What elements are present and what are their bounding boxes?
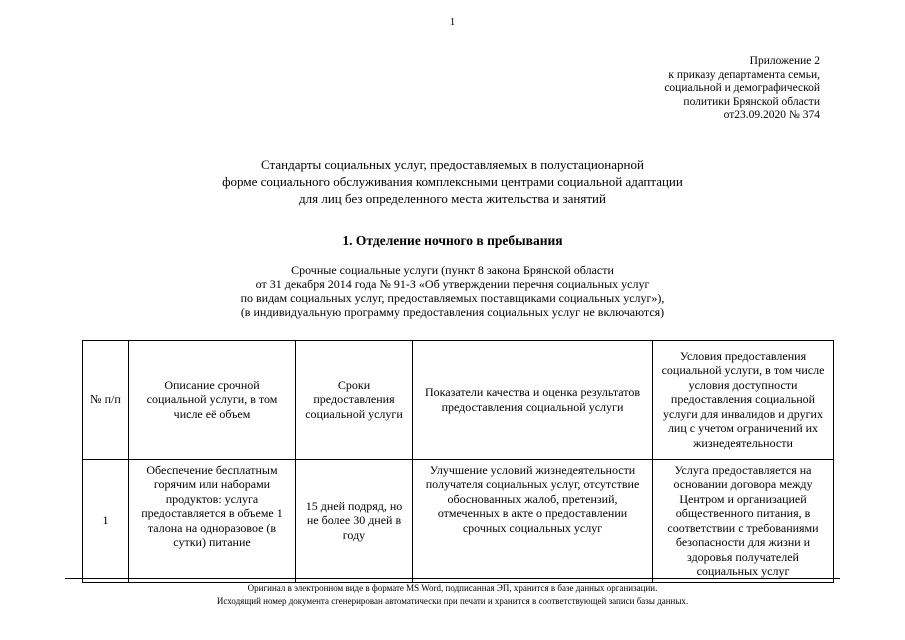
table-header-cell-conditions: Условия предоставления социальной услуги… [652, 339, 834, 460]
table-row: 1 Обеспечение бесплатным горячим или наб… [82, 458, 834, 583]
footer-divider [65, 578, 840, 579]
services-table: № п/п Описание срочной социальной услуги… [82, 339, 834, 583]
intro-paragraph: Срочные социальные услуги (пункт 8 закон… [0, 263, 905, 319]
table-header-cell-quality: Показатели качества и оценка результатов… [412, 339, 653, 460]
table-body: 1 Обеспечение бесплатным горячим или наб… [82, 458, 834, 583]
annex-header: Приложение 2 к приказу департамента семь… [0, 55, 905, 123]
intro-line: по видам социальных услуг, предоставляем… [240, 290, 665, 305]
document-title-line: форме социального обслуживания комплексн… [222, 173, 683, 189]
table-cell-quality: Улучшение условий жизнедеятельности полу… [412, 458, 653, 583]
annex-header-line: политики Брянской области [683, 95, 820, 108]
page-footer: Оригинал в электронном виде в формате MS… [0, 578, 905, 608]
annex-header-line: к приказу департамента семьи, [668, 68, 820, 81]
table-header-row: № п/п Описание срочной социальной услуги… [82, 339, 834, 460]
intro-line: Срочные социальные услуги (пункт 8 закон… [291, 262, 614, 277]
table-header: № п/п Описание срочной социальной услуги… [82, 339, 834, 460]
page-number: 1 [449, 16, 456, 28]
table-header-cell-description: Описание срочной социальной услуги, в то… [128, 339, 296, 460]
document-title-line: Стандарты социальных услуг, предоставляе… [261, 156, 644, 172]
footer-note-1: Оригинал в электронном виде в формате MS… [247, 583, 658, 593]
document-title-line: для лиц без определенного места жительст… [299, 190, 606, 206]
table-cell-description: Обеспечение бесплатным горячим или набор… [128, 458, 296, 583]
table-header-cell-terms: Сроки предоставления социальной услуги [295, 339, 413, 460]
annex-header-line: социальной и демографической [664, 82, 820, 94]
intro-line: (в индивидуальную программу предоставлен… [240, 304, 665, 319]
section-heading: 1. Отделение ночного в пребывания [342, 232, 563, 248]
annex-header-line: от23.09.2020 № 374 [723, 109, 820, 121]
document-title: Стандарты социальных услуг, предоставляе… [0, 156, 905, 207]
table-header-cell-number: № п/п [82, 339, 129, 460]
footer-note-2: Исходящий номер документа сгенерирован а… [216, 596, 689, 606]
intro-line: от 31 декабря 2014 года № 91-З «Об утвер… [255, 276, 650, 291]
table-cell-number: 1 [82, 458, 129, 583]
annex-header-line: Приложение 2 [749, 55, 820, 67]
table-cell-terms: 15 дней подряд, но не более 30 дней в го… [295, 458, 413, 583]
table-cell-conditions: Услуга предоставляется на основании дого… [652, 458, 834, 583]
